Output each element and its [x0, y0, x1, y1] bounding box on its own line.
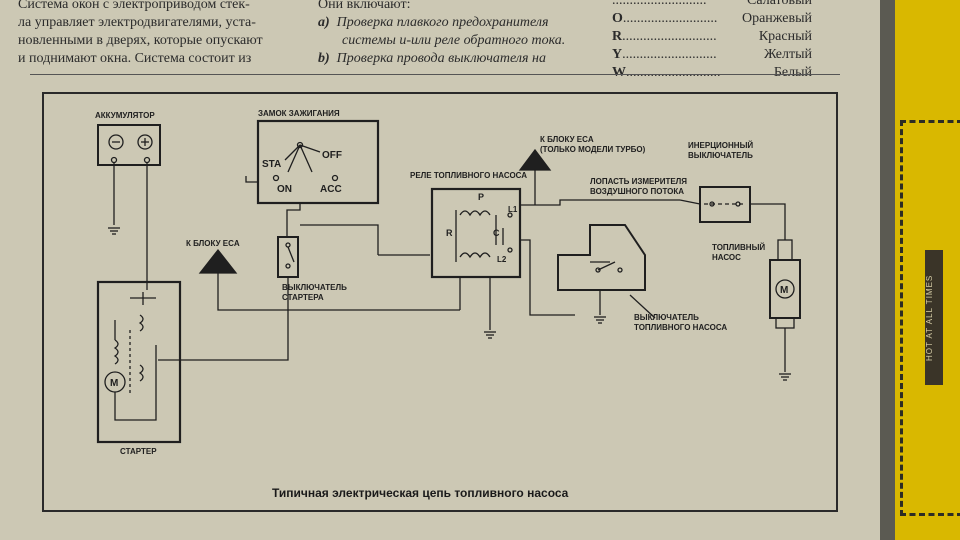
starter-label: СТАРТЕР: [120, 447, 157, 456]
left-paragraph: Система окон с электроприводом стек- ла …: [18, 0, 308, 68]
fuel-pump-label-2: НАСОС: [712, 253, 741, 262]
starter-switch-label-1: ВЫКЛЮЧАТЕЛЬ: [282, 283, 347, 292]
ignition-lock: [245, 119, 380, 237]
pump-motor-label: M: [780, 285, 788, 296]
ground-symbol: [594, 316, 606, 324]
sta-label: STA: [262, 159, 281, 170]
legend-value: Желтый: [763, 47, 812, 62]
list-marker: a): [318, 15, 330, 30]
diagram-caption: Типичная электрическая цепь топливного н…: [272, 486, 569, 500]
legend-row: W........................... Белый: [612, 64, 812, 82]
legend-value: Красный: [758, 29, 812, 44]
legend-dots: ...........................: [626, 65, 721, 80]
fuel-pump-relay: [430, 187, 680, 339]
fuel-pump: [769, 239, 801, 381]
paragraph-line: Система окон с электроприводом стек-: [18, 0, 250, 12]
list-item: системы и-или реле обратного тока.: [318, 32, 608, 50]
acc-label: ACC: [320, 184, 342, 195]
legend-key: R: [612, 29, 623, 44]
relay-l1-label: L1: [508, 205, 518, 214]
inertia-switch: [679, 186, 786, 240]
list-marker: b): [318, 51, 330, 66]
list-item: a) Проверка плавкого предохранителя: [318, 14, 608, 32]
wiring-diagram: [96, 119, 801, 444]
starter-motor-label: M: [110, 378, 118, 389]
legend-row: O........................... Оранжевый: [612, 10, 812, 28]
legend-key: O: [612, 11, 623, 26]
list-header: Они включают:: [318, 0, 411, 12]
paragraph-line: ла управляет электродвигателями, уста-: [18, 15, 256, 30]
middle-list: Они включают: a) Проверка плавкого предо…: [318, 0, 608, 68]
relay-p-label: P: [478, 192, 484, 202]
book-page: Система окон с электроприводом стек- ла …: [0, 0, 880, 540]
battery: [97, 124, 161, 290]
eca-turbo-label-2: (ТОЛЬКО МОДЕЛИ ТУРБО): [540, 145, 646, 154]
relay-c-label: C: [493, 228, 500, 238]
color-legend: ........................... Салатовый O..…: [612, 0, 812, 82]
ground-symbol: [484, 331, 496, 339]
legend-key: Y: [612, 47, 623, 62]
legend-dots: ...........................: [622, 29, 717, 44]
airflow-label-2: ВОЗДУШНОГО ПОТОКА: [590, 187, 684, 196]
legend-value: Оранжевый: [741, 11, 812, 26]
legend-dots: ...........................: [622, 47, 717, 62]
legend-row: ........................... Салатовый: [612, 0, 812, 10]
paragraph-line: и поднимают окна. Система состоит из: [18, 51, 252, 66]
ground-symbol: [108, 227, 120, 235]
paragraph-line: новленными в дверях, которые опускают: [18, 33, 263, 48]
legend-dots: ...........................: [622, 11, 718, 26]
relay-label: РЕЛЕ ТОПЛИВНОГО НАСОСА: [410, 171, 527, 180]
eca-turbo-label-1: К БЛОКУ ECA: [540, 135, 594, 144]
list-item: b) Проверка провода выключателя на: [318, 50, 608, 68]
dashed-border: [900, 120, 960, 516]
inertia-label-1: ИНЕРЦИОННЫЙ: [688, 141, 753, 150]
legend-value: Белый: [773, 65, 812, 80]
starter-switch: [158, 236, 299, 361]
divider: [30, 74, 840, 75]
fuel-pump-label-1: ТОПЛИВНЫЙ: [712, 243, 765, 252]
pump-switch-label-1: ВЫКЛЮЧАТЕЛЬ: [634, 313, 699, 322]
legend-value: Салатовый: [747, 0, 812, 8]
off-label: OFF: [322, 150, 342, 161]
starter-switch-label-2: СТАРТЕРА: [282, 293, 324, 302]
relay-r-label: R: [446, 228, 453, 238]
ignition-lock-label: ЗАМОК ЗАЖИГАНИЯ: [258, 109, 340, 118]
list-text: Проверка провода выключателя на: [336, 51, 546, 66]
legend-dots: ...........................: [612, 0, 707, 8]
legend-row: Y........................... Желтый: [612, 46, 812, 64]
legend-key: W: [612, 65, 626, 80]
eca-triangle: [198, 248, 238, 274]
starter: [96, 280, 182, 444]
relay-l2-label: L2: [497, 255, 507, 264]
airflow-meter: [520, 224, 656, 324]
diagram-frame: [42, 92, 838, 512]
ground-symbol: [779, 373, 791, 381]
legend-row: R........................... Красный: [612, 28, 812, 46]
list-text: системы и-или реле обратного тока.: [342, 33, 566, 48]
list-text: Проверка плавкого предохранителя: [336, 15, 549, 30]
battery-label: АККУМУЛЯТОР: [95, 111, 155, 120]
pump-switch-label-2: ТОПЛИВНОГО НАСОСА: [634, 323, 727, 332]
spine-label: HOT AT ALL TIMES: [925, 250, 943, 385]
on-label: ON: [277, 184, 292, 195]
diagram-labels: АККУМУЛЯТОР ЗАМОК ЗАЖИГАНИЯ STA OFF ON A…: [95, 109, 788, 500]
eca-label: К БЛОКУ ECA: [186, 239, 240, 248]
inertia-label-2: ВЫКЛЮЧАТЕЛЬ: [688, 151, 753, 160]
airflow-label-1: ЛОПАСТЬ ИЗМЕРИТЕЛЯ: [590, 177, 687, 186]
